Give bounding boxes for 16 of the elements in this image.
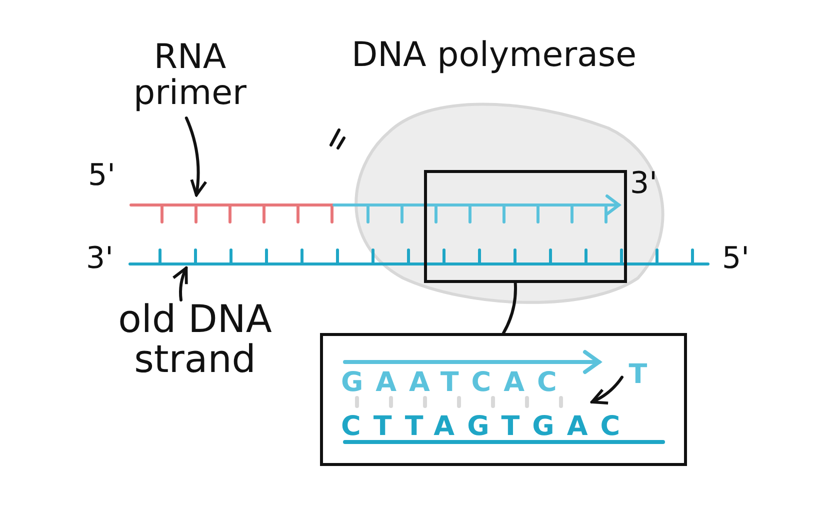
strand-end-label: 3' xyxy=(630,168,658,200)
strand-label: old DNA strand xyxy=(117,300,273,380)
inset-box xyxy=(320,333,687,466)
leader-arrow xyxy=(172,266,188,302)
sequence-text: GAATCAC xyxy=(341,369,570,398)
nucleotide-letter: T xyxy=(628,361,648,390)
connector-line xyxy=(502,282,517,334)
primer-label: RNA primer xyxy=(132,40,248,112)
strand-end-label: 5' xyxy=(88,160,116,192)
strand-end-label: 5' xyxy=(722,243,750,274)
zoom-frame xyxy=(424,170,627,283)
curved-arrow xyxy=(590,376,624,404)
leader-arrow xyxy=(184,116,207,196)
sequence-text: CTTAGTGAC xyxy=(341,413,633,442)
enzyme-label: DNA polymerase xyxy=(350,38,638,74)
strand-end-label: 3' xyxy=(86,243,114,274)
